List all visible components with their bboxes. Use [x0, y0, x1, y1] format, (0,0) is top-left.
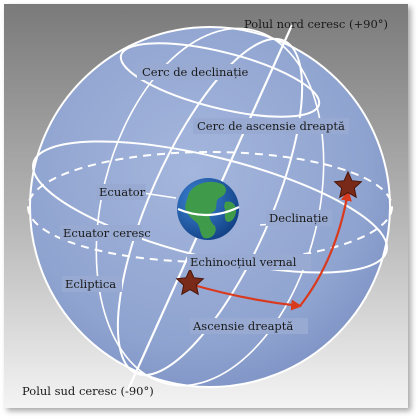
ecliptic-label-bg	[62, 276, 122, 292]
star-object-icon	[333, 170, 363, 199]
vernal-equinox-label-bg	[187, 254, 311, 270]
ra-circle-line	[116, 37, 304, 377]
equator-pointer-line	[142, 192, 177, 199]
celestial-equator-label-bg	[60, 225, 142, 241]
vernal-equinox-label: Echinocțiul vernal	[190, 255, 297, 269]
ra-circle-label-bg	[193, 118, 349, 134]
declination-label: Declinație	[269, 211, 328, 225]
ra-circle-line-2	[95, 27, 325, 387]
declination-circle-label: Cerc de declinație	[142, 65, 249, 79]
earth-equator-line	[177, 206, 240, 217]
equator-label: Ecuator	[99, 185, 146, 199]
ra-circle-label: Cerc de ascensie dreaptă	[197, 119, 345, 133]
declination-circle-label-bg	[137, 64, 245, 80]
vernal-equinox-star-icon	[175, 267, 205, 296]
south-pole-label: Polul sud ceresc (-90°)	[22, 384, 154, 398]
declination-circle-line	[119, 42, 321, 118]
right-ascension-label-bg	[190, 318, 308, 334]
earth-land-americas	[185, 181, 226, 239]
earth-globe	[177, 178, 240, 240]
equator-label-bg	[96, 184, 146, 200]
ecliptic-label: Ecliptica	[65, 277, 116, 291]
celestial-equator-label: Ecuator ceresc	[63, 226, 151, 240]
right-ascension-label: Ascensie dreaptă	[192, 319, 293, 333]
declination-arrow	[299, 189, 352, 307]
right-ascension-arrow	[189, 282, 303, 311]
north-pole-label: Polul nord ceresc (+90°)	[244, 17, 388, 31]
declination-label-bg	[266, 210, 332, 226]
